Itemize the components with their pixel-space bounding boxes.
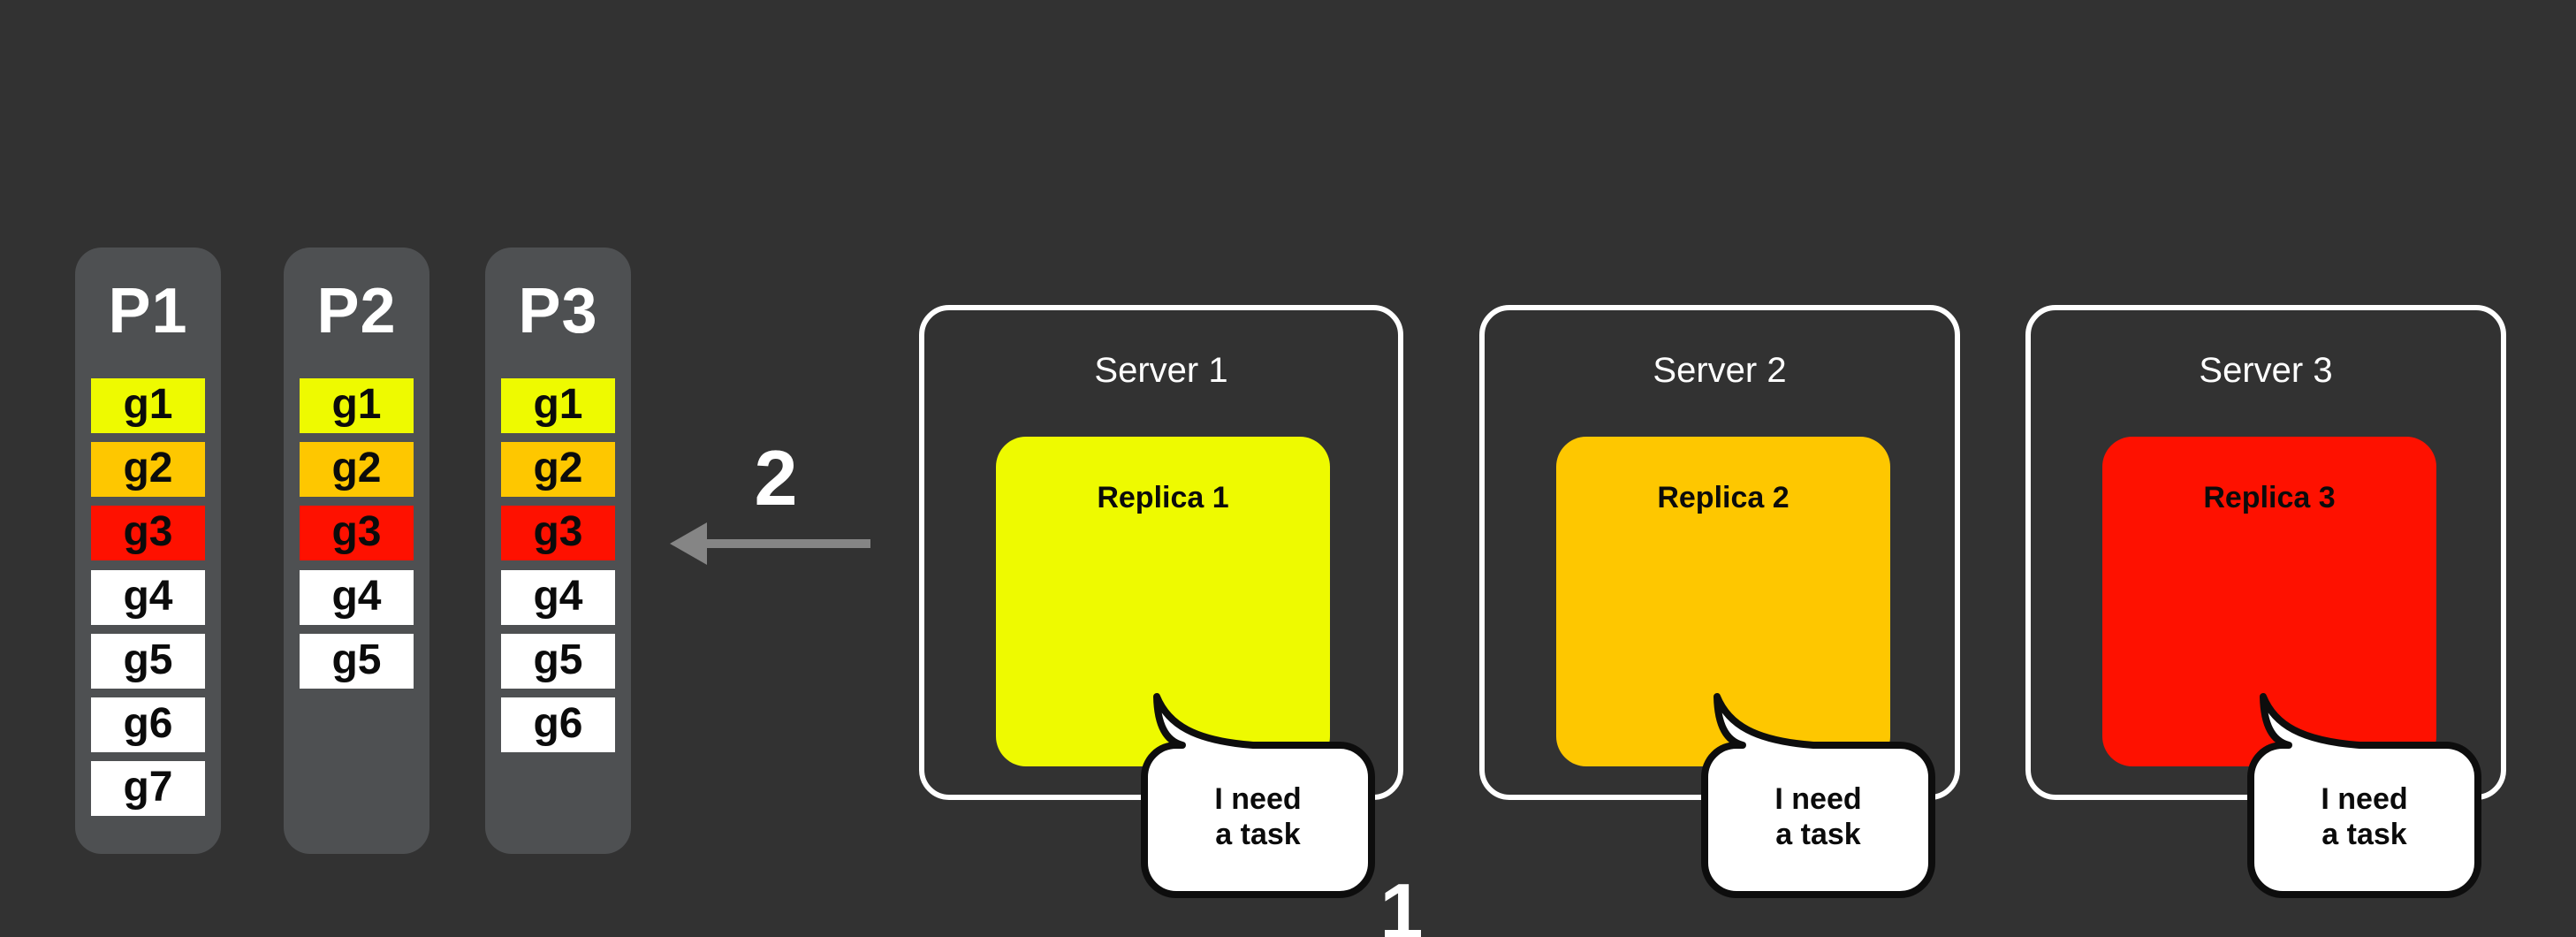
partition-cell: g3	[91, 506, 205, 560]
server-title: Server 1	[1094, 351, 1228, 390]
server-box-1: Server 1 Replica 1	[919, 305, 1403, 800]
partition-title: P3	[518, 276, 598, 347]
server-title: Server 3	[2199, 351, 2333, 390]
server-box-3: Server 3 Replica 3	[2025, 305, 2506, 800]
arrow-left-icon	[670, 522, 870, 565]
partition-cell: g1	[501, 378, 615, 433]
partition-cell: g5	[91, 634, 205, 689]
partition-cell: g3	[501, 506, 615, 560]
bubble-line: a task	[1775, 818, 1861, 851]
partition-cell: g7	[91, 761, 205, 816]
speech-bubble-text: I need a task	[1144, 781, 1372, 852]
partition-cell: g5	[501, 634, 615, 689]
partition-cell: g6	[501, 697, 615, 752]
step-2-label: 2	[754, 434, 798, 522]
server-title: Server 2	[1653, 351, 1787, 390]
bubble-line: a task	[2321, 818, 2407, 851]
partition-p3: P3 g1 g2 g3 g4 g5 g6	[485, 248, 631, 854]
replica-box-2: Replica 2	[1556, 437, 1890, 766]
bubble-line: a task	[1215, 818, 1301, 851]
speech-bubble-text: I need a task	[2251, 781, 2478, 852]
partition-title: P2	[316, 276, 397, 347]
bubble-line: I need	[2321, 782, 2408, 816]
bubble-line: I need	[1774, 782, 1862, 816]
partition-cell: g6	[91, 697, 205, 752]
partition-cell: g2	[91, 442, 205, 497]
partition-p1: P1 g1 g2 g3 g4 g5 g6 g7	[75, 248, 221, 854]
partition-cell: g2	[501, 442, 615, 497]
partition-cell: g4	[501, 570, 615, 625]
replica-label: Replica 1	[1097, 481, 1229, 514]
partition-cell: g2	[300, 442, 414, 497]
partition-p2: P2 g1 g2 g3 g4 g5	[284, 248, 429, 854]
partition-cell: g3	[300, 506, 414, 560]
server-box-2: Server 2 Replica 2	[1479, 305, 1960, 800]
partition-cell: g1	[300, 378, 414, 433]
bubble-line: I need	[1214, 782, 1302, 816]
speech-bubble-text: I need a task	[1705, 781, 1932, 852]
partition-cell: g4	[91, 570, 205, 625]
partition-cell: g1	[91, 378, 205, 433]
partition-cell: g4	[300, 570, 414, 625]
replica-box-1: Replica 1	[996, 437, 1330, 766]
partition-cell: g5	[300, 634, 414, 689]
partition-title: P1	[108, 276, 188, 347]
replica-label: Replica 3	[2203, 481, 2336, 514]
step-1-label: 1	[1379, 867, 1424, 937]
replica-box-3: Replica 3	[2102, 437, 2436, 766]
replica-label: Replica 2	[1657, 481, 1790, 514]
